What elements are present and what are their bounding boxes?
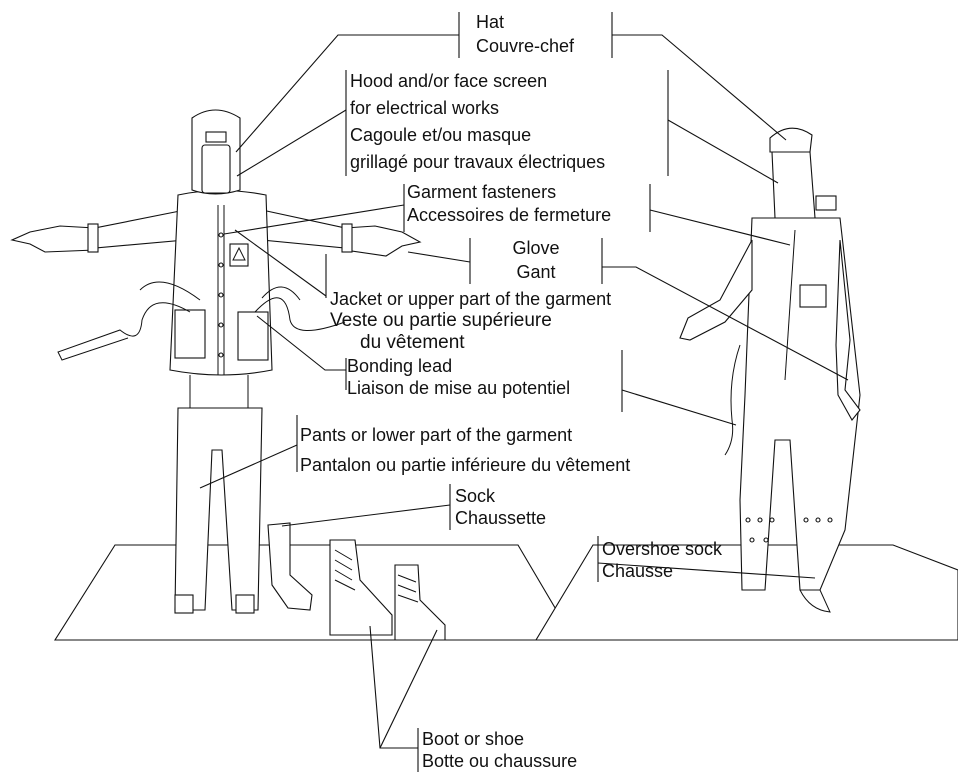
right-platform bbox=[535, 544, 958, 641]
label-sock: Sock Chaussette bbox=[455, 485, 546, 529]
label-hood-en-1: Hood and/or face screen bbox=[350, 71, 548, 91]
label-boot: Boot or shoe Botte ou chaussure bbox=[422, 728, 577, 772]
label-bonding: Bonding lead Liaison de mise au potentie… bbox=[347, 355, 570, 399]
label-overshoe-en: Overshoe sock bbox=[602, 539, 723, 559]
label-hat-fr: Couvre-chef bbox=[476, 36, 575, 56]
label-fasteners-en: Garment fasteners bbox=[407, 182, 557, 202]
overshoe-holes bbox=[745, 517, 833, 543]
jacket-buttons bbox=[218, 232, 224, 358]
label-hood: Hood and/or face screen for electrical w… bbox=[350, 68, 605, 176]
label-fasteners-fr: Accessoires de fermeture bbox=[407, 205, 612, 225]
label-hat: Hat Couvre-chef bbox=[476, 11, 574, 57]
label-jacket: Jacket or upper part of the garment Vest… bbox=[330, 288, 611, 354]
label-jacket-en: Jacket or upper part of the garment bbox=[330, 289, 612, 309]
left-glove-shape bbox=[10, 225, 96, 253]
left-figure bbox=[10, 109, 422, 614]
label-pants-en: Pants or lower part of the garment bbox=[300, 425, 573, 445]
sock-shape bbox=[267, 522, 313, 611]
label-hood-en-2: for electrical works bbox=[350, 98, 500, 118]
label-jacket-fr-1: Veste ou partie supérieure bbox=[330, 310, 552, 331]
label-sock-en: Sock bbox=[455, 486, 496, 506]
label-glove-fr: Gant bbox=[516, 262, 556, 282]
label-sock-fr: Chaussette bbox=[455, 508, 547, 528]
leader-lines bbox=[199, 12, 849, 772]
label-fasteners: Garment fasteners Accessoires de fermetu… bbox=[407, 181, 611, 227]
label-hood-fr-1: Cagoule et/ou masque bbox=[350, 125, 532, 145]
label-pants-fr: Pantalon ou partie inférieure du vêtemen… bbox=[300, 455, 631, 475]
label-glove-en: Glove bbox=[512, 238, 560, 258]
label-boot-fr: Botte ou chaussure bbox=[422, 751, 578, 771]
label-hood-fr-2: grillagé pour travaux électriques bbox=[350, 152, 606, 172]
label-pants: Pants or lower part of the garment Panta… bbox=[300, 420, 630, 480]
left-platform bbox=[54, 544, 575, 641]
label-bonding-fr: Liaison de mise au potentiel bbox=[347, 378, 571, 398]
right-figure bbox=[679, 127, 861, 613]
label-jacket-fr-2: du vêtement bbox=[360, 332, 465, 353]
boots-shape bbox=[329, 539, 446, 641]
label-bonding-en: Bonding lead bbox=[347, 356, 453, 376]
label-overshoe: Overshoe sock Chausse bbox=[602, 538, 722, 582]
label-glove: Glove Gant bbox=[474, 236, 598, 284]
label-hat-en: Hat bbox=[476, 12, 505, 32]
right-glove-shape bbox=[344, 225, 422, 257]
label-overshoe-fr: Chausse bbox=[602, 561, 674, 581]
label-boot-en: Boot or shoe bbox=[422, 729, 525, 749]
